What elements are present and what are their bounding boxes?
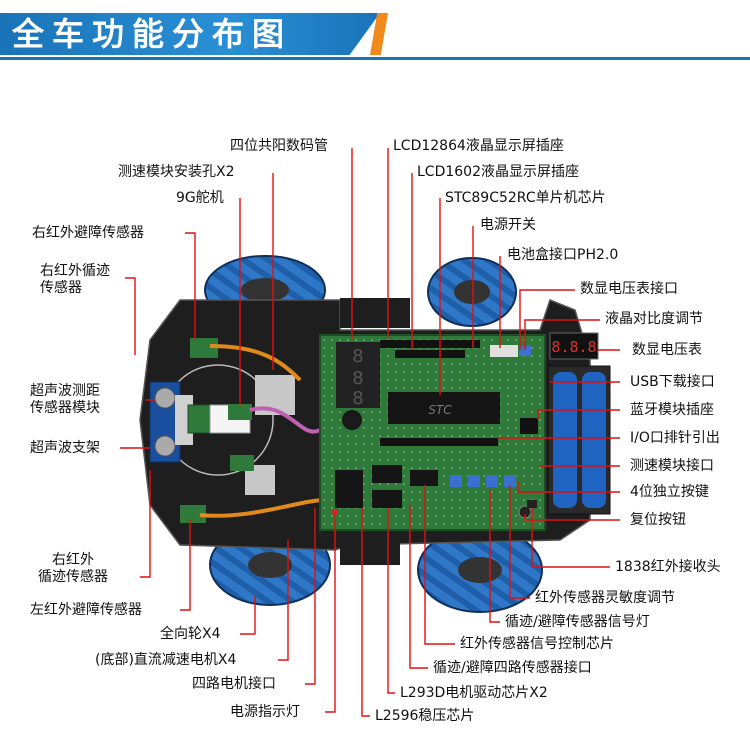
power-led xyxy=(332,509,338,515)
svg-text:8: 8 xyxy=(352,346,363,367)
title-background xyxy=(0,13,380,55)
leader-power-led xyxy=(325,515,336,713)
label-omni-wheel: 全向轮X4 xyxy=(160,626,221,642)
label-ultrasonic-module: 超声波测距 传感器模块 xyxy=(30,383,100,416)
leader-reset xyxy=(524,514,620,521)
label-bluetooth: 蓝牙模块插座 xyxy=(630,402,714,418)
leader-l293d xyxy=(387,508,395,694)
label-ir-sensitivity: 红外传感器灵敏度调节 xyxy=(535,590,675,606)
ir-track-board-2 xyxy=(230,455,254,471)
battery-port-part xyxy=(504,345,518,357)
battery-cell-1 xyxy=(553,372,577,508)
leader-ir-track-right-bottom xyxy=(140,470,151,578)
leader-omni-wheel xyxy=(240,595,256,635)
label-speed-holes: 测速模块安装孔X2 xyxy=(118,164,235,180)
mcu-chip: STC xyxy=(388,392,500,424)
label-ir-chip: 红外传感器信号控制芯片 xyxy=(460,636,614,652)
label-speed-port: 测速模块接口 xyxy=(630,458,714,474)
label-voltmeter-port: 数显电压表接口 xyxy=(580,281,678,297)
label-ir-track-right-bottom: 右红外 循迹传感器 xyxy=(38,552,108,585)
label-dc-motor: (底部)直流减速电机X4 xyxy=(95,652,237,668)
lcd-contrast-pot xyxy=(519,346,531,356)
wire-bundle-bottom xyxy=(199,498,326,518)
label-lcd-contrast: 液晶对比度调节 xyxy=(605,311,703,327)
leader-voltmeter-port xyxy=(519,289,575,350)
svg-text:8: 8 xyxy=(352,388,363,409)
ir-avoid-right-board xyxy=(190,338,218,358)
sensitivity-pot-3 xyxy=(486,475,498,487)
sensitivity-pot-2 xyxy=(468,475,480,487)
label-power-switch: 电源开关 xyxy=(480,217,536,233)
leader-ir-avoid-left xyxy=(180,520,191,611)
label-lcd1602: LCD1602液晶显示屏插座 xyxy=(417,164,579,180)
chassis-rear-tab xyxy=(340,525,400,565)
label-usb: USB下载接口 xyxy=(630,374,715,390)
wire-bundle-top xyxy=(209,344,302,382)
label-motor-port: 四路电机接口 xyxy=(192,676,276,692)
l293d-chip-2 xyxy=(372,490,402,508)
leader-dc-motor xyxy=(278,540,289,661)
label-seg7: 四位共阳数码管 xyxy=(230,138,328,154)
leader-ir-receiver xyxy=(531,508,610,568)
label-ir-avoid-left: 左红外避障传感器 xyxy=(30,602,142,618)
lcd1602-header xyxy=(395,350,465,358)
seven-segment-display: 8 8 8 xyxy=(336,342,380,409)
leader-ir-chip xyxy=(424,485,455,645)
wheel-front-right xyxy=(427,257,517,327)
sensitivity-pot-1 xyxy=(450,475,462,487)
label-track-led: 循迹/避障传感器信号灯 xyxy=(505,614,650,630)
label-ir-avoid-right: 右红外避障传感器 xyxy=(32,225,144,241)
ir-receiver-part xyxy=(527,500,537,508)
chassis-front-tab xyxy=(340,298,410,328)
wire-bundle-mid xyxy=(249,406,321,434)
leader-ir-avoid-right xyxy=(185,232,196,340)
bluetooth-socket xyxy=(520,418,538,434)
l293d-chip-1 xyxy=(372,465,402,483)
label-servo: 9G舵机 xyxy=(176,190,224,206)
leader-lines xyxy=(120,148,620,717)
label-keys: 4位独立按键 xyxy=(630,484,709,500)
leader-ir-sensitivity xyxy=(509,485,530,599)
label-lm2596: L2596稳压芯片 xyxy=(375,708,475,724)
svg-text:STC: STC xyxy=(428,403,452,417)
leader-ir-track-right-top xyxy=(125,277,136,355)
label-lcd12864: LCD12864液晶显示屏插座 xyxy=(393,138,564,154)
leader-sensor-port xyxy=(409,505,428,669)
title-underline xyxy=(0,57,750,60)
power-switch-part xyxy=(490,345,504,357)
leader-bluetooth xyxy=(537,409,620,420)
label-ir-receiver: 1838红外接收头 xyxy=(615,559,721,575)
lcd12864-header xyxy=(380,340,480,348)
lm2596-chip xyxy=(335,470,363,508)
svg-text:8.8.8: 8.8.8 xyxy=(551,338,596,356)
buzzer xyxy=(342,410,362,430)
ir-avoid-left-board xyxy=(180,505,206,523)
label-l293d: L293D电机驱动芯片X2 xyxy=(400,685,548,701)
digital-voltmeter: 8.8.8 xyxy=(549,332,599,360)
label-sensor-port: 循迹/避障四路传感器接口 xyxy=(433,660,592,676)
label-voltmeter: 数显电压表 xyxy=(632,342,702,358)
label-battery-port: 电池盒接口PH2.0 xyxy=(507,247,619,263)
label-io-header: I/O口排针引出 xyxy=(630,430,720,446)
sensitivity-pot-4 xyxy=(504,475,516,487)
leader-track-led xyxy=(489,490,500,623)
ir-control-chip xyxy=(410,470,438,486)
leader-lcd-contrast xyxy=(524,319,600,350)
title-banner: 全车功能分布图 xyxy=(0,0,750,70)
page-title: 全车功能分布图 xyxy=(12,15,293,53)
io-pin-header xyxy=(380,438,498,446)
leader-lm2596 xyxy=(361,508,370,717)
label-mcu: STC89C52RC单片机芯片 xyxy=(445,190,606,206)
ir-track-board-1 xyxy=(228,404,252,420)
label-ultrasonic-bracket: 超声波支架 xyxy=(30,440,100,456)
svg-text:8: 8 xyxy=(352,368,363,389)
label-ir-track-right-top: 右红外循迹 传感器 xyxy=(40,263,110,296)
label-power-led: 电源指示灯 xyxy=(230,704,300,720)
leader-keys xyxy=(517,482,620,493)
battery-cell-2 xyxy=(582,372,606,508)
leader-motor-port xyxy=(305,508,316,685)
label-reset: 复位按钮 xyxy=(630,512,686,528)
